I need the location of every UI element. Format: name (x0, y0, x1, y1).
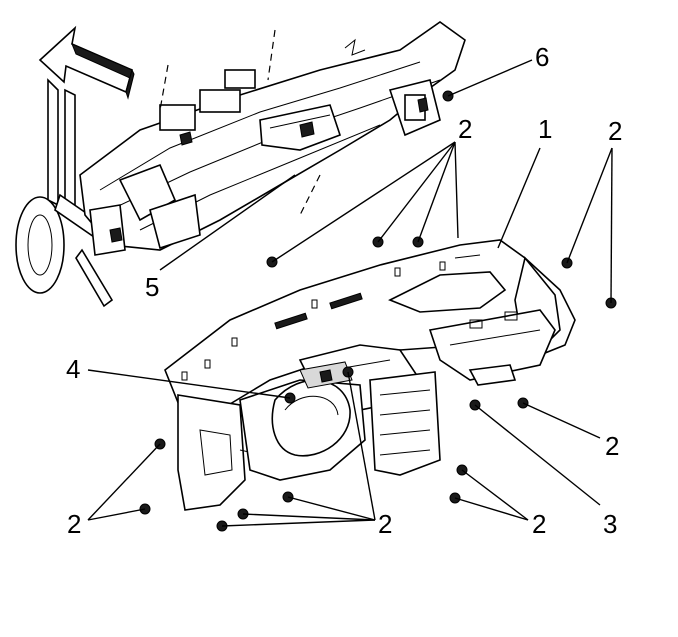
callout-2-bottom-left: 2 (67, 509, 81, 539)
callout-2-bottom-mid: 2 (378, 509, 392, 539)
leader-lines (87, 59, 613, 527)
callout-3: 3 (603, 509, 617, 539)
callout-2-right: 2 (605, 431, 619, 461)
front-of-vehicle-arrow-icon (38, 25, 135, 100)
instrument-panel-assembly (164, 239, 576, 511)
callout-4: 4 (66, 354, 80, 384)
callout-5: 5 (145, 272, 159, 302)
callout-1: 1 (538, 114, 552, 144)
vehicle-cross-car-structure (15, 21, 466, 308)
callout-2-top: 2 (458, 114, 472, 144)
callout-2-top-right: 2 (608, 116, 622, 146)
callout-2-bottom-right: 2 (532, 509, 546, 539)
callout-labels: 1 2 2 2 2 2 2 3 4 5 6 (66, 42, 622, 539)
callout-6: 6 (535, 42, 549, 72)
